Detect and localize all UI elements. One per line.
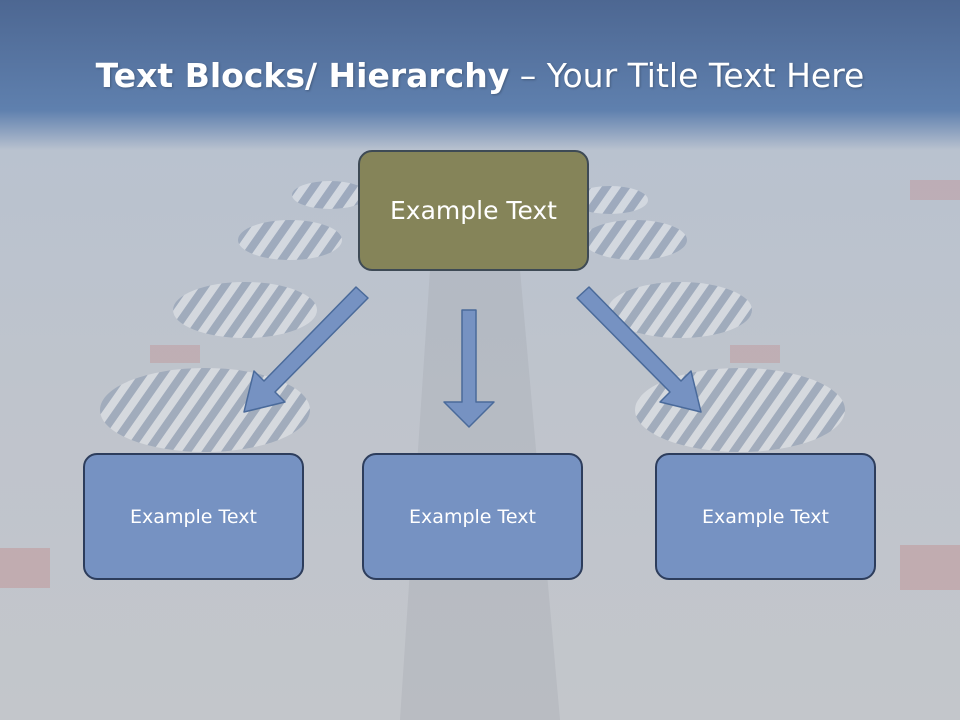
top-box: Example Text <box>358 150 589 271</box>
title-normal-part: – Your Title Text Here <box>509 56 865 95</box>
arrow-right <box>576 286 702 413</box>
arrow-center <box>443 309 495 428</box>
slide-title: Text Blocks/ Hierarchy – Your Title Text… <box>0 52 960 100</box>
top-box-label: Example Text <box>390 196 557 225</box>
child-box-label: Example Text <box>702 505 829 528</box>
child-box-left: Example Text <box>83 453 304 580</box>
child-box-label: Example Text <box>409 505 536 528</box>
title-bold-part: Text Blocks/ Hierarchy <box>95 56 510 95</box>
arrow-left <box>243 286 369 413</box>
child-box-label: Example Text <box>130 505 257 528</box>
child-box-right: Example Text <box>655 453 876 580</box>
child-box-center: Example Text <box>362 453 583 580</box>
